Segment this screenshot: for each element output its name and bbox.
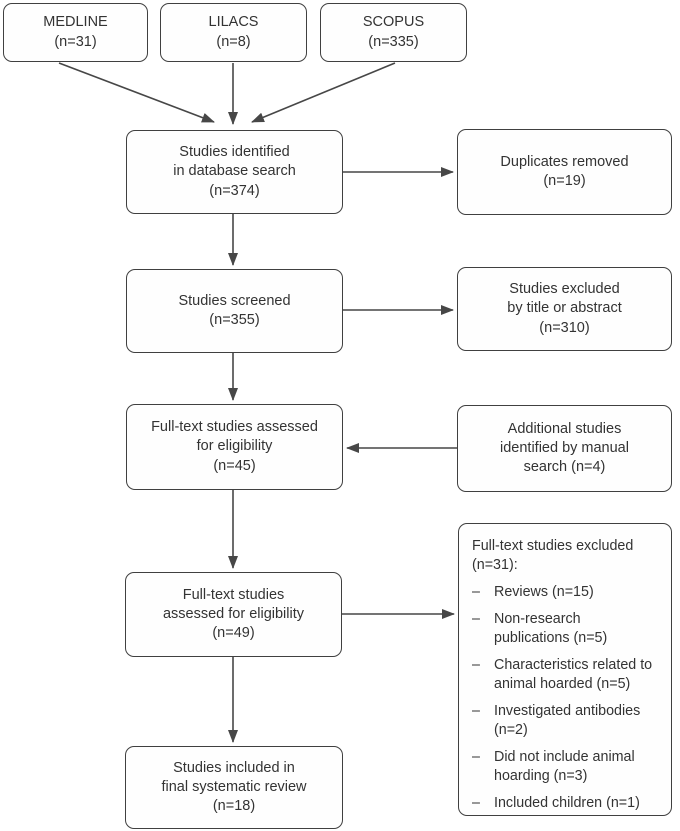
dash-list-marker: – xyxy=(472,749,480,765)
arrow-medline-to-identified xyxy=(58,62,215,123)
node-lilacs: LILACS (n=8) xyxy=(160,3,307,62)
dash-list-marker: – xyxy=(472,584,480,600)
node-fulltext-eligibility-45: Full-text studies assessed for eligibili… xyxy=(126,404,343,490)
excluded-item-text: Included children (n=1) xyxy=(494,795,640,811)
node-fulltext-excluded: Full-text studies excluded (n=31): – Rev… xyxy=(458,523,672,816)
node-manual-search: Additional studies identified by manual … xyxy=(457,405,672,492)
excluded-list-item: – Included children (n=1) xyxy=(472,794,659,813)
node-studies-screened: Studies screened (n=355) xyxy=(126,269,343,353)
node-medline: MEDLINE (n=31) xyxy=(3,3,148,62)
node-excluded-title-abstract: Studies excluded by title or abstract (n… xyxy=(457,267,672,351)
excluded-list-item: – Did not include animal hoarding (n=3) xyxy=(472,748,659,786)
fulltext-excluded-title: Full-text studies excluded (n=31): xyxy=(472,538,634,573)
node-fulltext-eligibility-49: Full-text studies assessed for eligibili… xyxy=(125,572,342,657)
excluded-item-text: Reviews (n=15) xyxy=(494,584,594,600)
excluded-list-item: – Investigated antibodies (n=2) xyxy=(472,702,659,740)
excluded-item-text: Investigated antibodies (n=2) xyxy=(494,703,641,738)
node-fulltext-eligibility-45-label: Full-text studies assessed for eligibili… xyxy=(151,419,318,474)
excluded-item-text: Non-research publications (n=5) xyxy=(494,611,608,646)
node-fulltext-eligibility-49-label: Full-text studies assessed for eligibili… xyxy=(162,586,305,642)
dash-list-marker: – xyxy=(472,657,480,673)
dash-list-marker: – xyxy=(472,795,480,811)
node-lilacs-label: LILACS (n=8) xyxy=(208,14,259,50)
node-duplicates-removed-label: Duplicates removed (n=19) xyxy=(500,153,629,189)
node-studies-screened-label: Studies screened (n=355) xyxy=(178,292,291,328)
excluded-list-item: – Non-research publications (n=5) xyxy=(472,610,659,648)
excluded-list-item: – Characteristics related to animal hoar… xyxy=(472,656,659,694)
node-scopus: SCOPUS (n=335) xyxy=(320,3,467,62)
node-studies-included: Studies included in final systematic rev… xyxy=(125,746,343,829)
node-excluded-title-abstract-label: Studies excluded by title or abstract (n… xyxy=(507,281,622,336)
node-studies-included-label: Studies included in final systematic rev… xyxy=(161,759,307,815)
node-duplicates-removed: Duplicates removed (n=19) xyxy=(457,129,672,215)
excluded-item-text: Did not include animal hoarding (n=3) xyxy=(494,749,635,784)
node-scopus-label: SCOPUS (n=335) xyxy=(362,14,425,50)
dash-list-marker: – xyxy=(472,703,480,719)
node-fulltext-excluded-content: Full-text studies excluded (n=31): – Rev… xyxy=(459,524,671,829)
dash-list-marker: – xyxy=(472,611,480,627)
node-medline-label: MEDLINE (n=31) xyxy=(43,14,108,50)
excluded-list-item: – Reviews (n=15) xyxy=(472,583,659,602)
node-studies-identified: Studies identified in database search (n… xyxy=(126,130,343,214)
node-manual-search-label: Additional studies identified by manual … xyxy=(500,420,629,476)
excluded-item-text: Characteristics related to animal hoarde… xyxy=(494,657,653,692)
arrow-scopus-to-identified xyxy=(251,62,396,123)
node-studies-identified-label: Studies identified in database search (n… xyxy=(173,144,296,199)
